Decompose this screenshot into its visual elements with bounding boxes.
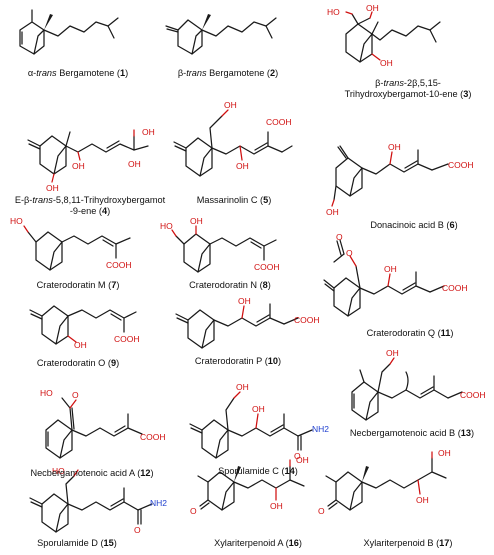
caption-10: Craterodoratin P (10) (194, 356, 282, 366)
atom-oh: OH (190, 216, 203, 226)
structure-10: OH COOH (175, 296, 320, 349)
atom-o: O (294, 451, 301, 461)
structure-1 (19, 9, 119, 55)
atom-o: O (134, 525, 141, 535)
structure-11: O O OH COOH (323, 232, 468, 317)
caption-14: Sporulamide C (14) (218, 466, 298, 476)
structure-14: OH OH O NH2 (189, 382, 329, 461)
atom-oh: OH (386, 348, 399, 358)
structure-3: HO OH OH (327, 3, 441, 68)
atom-oh: OH (72, 161, 85, 171)
structure-13: OH COOH (351, 348, 486, 421)
structure-16: O OH OH (190, 455, 309, 516)
structure-15: HO O NH2 (29, 466, 167, 535)
caption-13: Necbergamotenoic acid B (13) (349, 428, 475, 438)
structure-12: HO O COOH (40, 388, 166, 459)
structure-6: OH OH COOH (326, 142, 474, 217)
atom-cooh: COOH (460, 390, 486, 400)
caption-5: Massarinolin C (5) (196, 195, 272, 205)
structure-17: O OH OH (318, 448, 451, 516)
atom-oh: OH (238, 296, 251, 306)
atom-oh: OH (128, 159, 141, 169)
atom-o: O (336, 232, 343, 242)
atom-cooh: COOH (106, 260, 132, 270)
atom-oh: OH (416, 495, 429, 505)
caption-2: β-trans Bergamotene (2) (177, 68, 279, 78)
atom-ho: HO (52, 466, 65, 476)
atom-nh2: NH2 (150, 498, 167, 508)
caption-9: Craterodoratin O (9) (36, 358, 120, 368)
atom-oh: OH (438, 448, 451, 458)
atom-oh: OH (296, 455, 309, 465)
atom-oh: OH (46, 183, 59, 193)
structure-4: OH OH OH OH (27, 127, 155, 193)
atom-cooh: COOH (254, 262, 280, 272)
atom-oh: OH (384, 264, 397, 274)
caption-4: E-β-trans-5,8,11-Trihydroxybergamot-9-en… (14, 195, 166, 216)
atom-cooh: COOH (442, 283, 468, 293)
caption-8: Craterodoratin N (8) (189, 280, 271, 290)
atom-o: O (346, 248, 353, 258)
atom-ho: HO (40, 388, 53, 398)
atom-oh: OH (224, 100, 237, 110)
atom-ho: HO (327, 7, 340, 17)
caption-11: Craterodoratin Q (11) (366, 328, 454, 338)
atom-cooh: COOH (114, 334, 140, 344)
atom-o: O (72, 390, 79, 400)
structure-8: OH HO COOH (160, 216, 280, 273)
atom-oh: OH (142, 127, 155, 137)
atom-o: O (318, 506, 325, 516)
atom-oh: OH (270, 501, 283, 511)
atom-cooh: COOH (140, 432, 166, 442)
atom-oh: OH (380, 58, 393, 68)
atom-oh: OH (326, 207, 339, 217)
atom-cooh: COOH (448, 160, 474, 170)
atom-o: O (190, 506, 197, 516)
caption-16: Xylariterpenoid A (16) (214, 538, 302, 548)
atom-oh: OH (74, 340, 87, 350)
atom-oh: OH (388, 142, 401, 152)
caption-15: Sporulamide D (15) (37, 538, 117, 548)
atom-ho: HO (10, 216, 23, 226)
atom-oh: OH (236, 161, 249, 171)
structure-9: OH COOH (29, 305, 140, 350)
caption-1: α-trans Bergamotene (1) (27, 68, 129, 78)
atom-oh: OH (366, 3, 379, 13)
atom-nh2: NH2 (312, 424, 329, 434)
caption-6: Donacinoic acid B (6) (370, 220, 458, 230)
caption-12: Necbergamotenoic acid A (12) (30, 468, 154, 478)
atom-oh: OH (252, 404, 265, 414)
structure-5: OH OH COOH (173, 100, 293, 177)
atom-cooh: COOH (294, 315, 320, 325)
structure-2 (165, 14, 277, 55)
caption-3: β-trans-2β,5,15-Trihydroxybergamot-10-en… (344, 78, 472, 99)
atom-ho: HO (160, 221, 173, 231)
caption-17: Xylariterpenoid B (17) (363, 538, 453, 548)
atom-cooh: COOH (266, 117, 292, 127)
structure-7: HO COOH (10, 216, 132, 271)
caption-7: Craterodoratin M (7) (36, 280, 120, 290)
atom-oh: OH (236, 382, 249, 392)
